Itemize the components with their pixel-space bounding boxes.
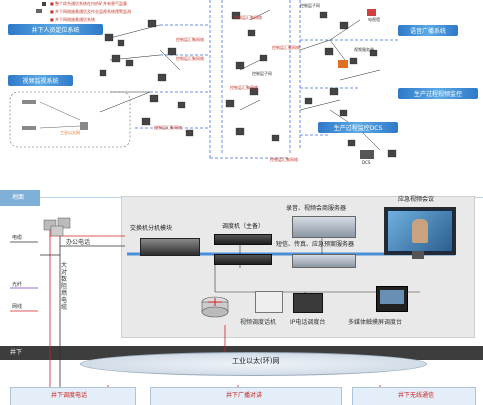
dispatcher-main-device [214, 234, 272, 245]
sub-label-2: 控制层子网 [300, 3, 320, 8]
office-phone-label: 办公电话 [66, 239, 91, 246]
tag-production-video: 生产过程视频监控 [398, 88, 478, 99]
conference-stand [412, 251, 424, 259]
net-label-2: 控制层汇聚网络 [176, 37, 204, 42]
underground-wireless-label: 井下无线通信 [398, 392, 435, 399]
dcs-caption: DCS [362, 160, 371, 165]
net-label-5: 控制层汇聚网络 [154, 125, 182, 130]
ethernet-label: 工业以太(环)网 [232, 357, 280, 365]
ip-console-label: IP电话调度台 [290, 319, 326, 326]
tag-broadcast: 语音广播系统 [398, 25, 458, 36]
underground-tab-label: 井下 [10, 349, 23, 356]
underground-phone-label: 井下调度电话 [51, 392, 88, 399]
net-label-1: 控制层汇聚网络 [234, 15, 262, 20]
net-label-7: 控制层汇聚网络 [270, 157, 298, 162]
recorder-sub-label: 短信、传真、应急预案服务器 [276, 241, 355, 248]
video-phone-device [255, 291, 283, 313]
net-label-4: 控制层汇聚网络 [230, 85, 258, 90]
ground-tab: 地面 [0, 190, 40, 206]
tag-dcs: 生产过程监控DCS [318, 122, 398, 133]
tag-personnel-location: 井下人员定位系统 [8, 24, 103, 35]
legend-line-3: ■ 井下网络施救通信系统 [50, 17, 96, 22]
switch-module-device [140, 238, 200, 256]
sub-label-4: 电视墙 [368, 17, 380, 22]
underground-wireless-box: 井下无线通信 [352, 387, 476, 405]
conference-label: 应急视频会议 [398, 196, 435, 203]
video-phone-label: 视频调度话机 [240, 319, 277, 326]
touch-console-device [376, 286, 408, 312]
sub-label-3: 视频服务器 [354, 47, 374, 52]
telephone-icon [43, 217, 71, 236]
underground-broadcast-label: 井下广播对讲 [226, 392, 263, 399]
conference-screen [384, 207, 456, 255]
switch-module-label: 交换机分机模块 [130, 225, 173, 232]
ethernet-ring [80, 352, 427, 376]
net-label-3: 控制层汇聚网络 [176, 56, 204, 61]
top-network-lines [9, 0, 400, 159]
left-cluster-caption: 工业以太网 [60, 130, 80, 135]
cable-vertical-label: 大对数阻燃电缆 [61, 262, 68, 311]
recorder-server [292, 216, 356, 238]
legend-line-2: ■ 井下网络施救通信及作业监视系统预警监测 [50, 9, 132, 14]
legend-fiber: 光纤 [12, 282, 23, 288]
legend-network: 网线 [12, 304, 23, 310]
ground-tab-label: 地面 [12, 194, 25, 201]
net-label-6: 控制层汇聚网络 [272, 45, 300, 50]
router-icon [201, 296, 229, 318]
sms-server [292, 254, 356, 268]
underground-phone-box: 井下调度电话 [10, 387, 136, 405]
ip-console-device [293, 293, 323, 313]
dispatcher-backup-device [214, 254, 272, 265]
touch-console-label: 多媒体触摸屏调度台 [348, 319, 403, 326]
legend-cable: 电缆 [12, 235, 23, 241]
dispatcher-label: 调度机（主备） [222, 223, 265, 230]
underground-broadcast-box: 井下广播对讲 [150, 387, 342, 405]
legend-line-1: ■ 整个综合通信系统在内的矿井有害气监督 [50, 1, 128, 6]
recorder-label: 录音、视频会商服务器 [286, 205, 347, 212]
sub-label-1: 控制层子网 [252, 71, 272, 76]
tag-video-monitoring: 视频监视系统 [8, 75, 73, 86]
